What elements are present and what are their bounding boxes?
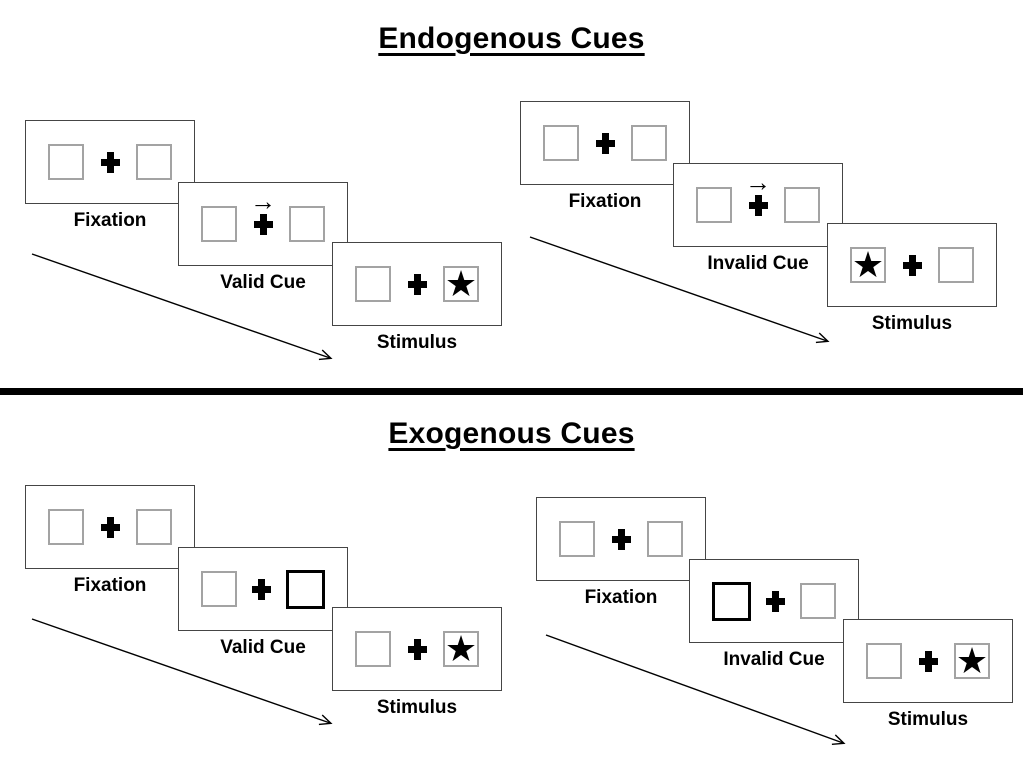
location-box-right: ★ <box>443 263 479 304</box>
cross-shape <box>902 254 922 276</box>
stage-cue: Invalid Cue <box>689 559 859 671</box>
location-box-left <box>559 521 595 557</box>
stage-label: Fixation <box>584 587 658 608</box>
location-box-left <box>696 187 732 223</box>
location-box-right <box>647 521 683 557</box>
fixation-cross-icon <box>100 151 120 173</box>
location-box-right <box>286 569 325 609</box>
location-box-left <box>201 571 237 607</box>
screen-card: ★ <box>843 619 1013 703</box>
cross-shape <box>918 650 938 672</box>
screen-card <box>25 485 195 569</box>
fixation-cross-icon <box>766 590 785 612</box>
cue-direction-arrow-icon: → <box>745 166 771 197</box>
stage-cue: → Valid Cue <box>178 182 348 294</box>
cross-shape <box>611 528 631 550</box>
screen-card <box>178 547 348 631</box>
fixation-cross-icon <box>918 650 938 672</box>
location-box-right: ★ <box>443 628 479 669</box>
timeline-arrow-icon <box>31 253 333 361</box>
location-box-left <box>48 144 84 180</box>
sequence-endogenous-valid: Fixation → Valid Cue ★ Stimulus <box>25 120 525 395</box>
location-box-left <box>543 125 579 161</box>
cross-shape <box>252 578 271 600</box>
location-box-left <box>355 631 391 667</box>
screen-card <box>25 120 195 204</box>
fixation-cross-icon <box>595 132 615 154</box>
sequence-exogenous-valid: Fixation Valid Cue ★ Stimulus <box>25 485 525 760</box>
cross-shape <box>100 516 120 538</box>
section-divider <box>0 388 1023 395</box>
timeline-arrow-icon <box>545 634 846 745</box>
stage-label: Fixation <box>73 575 147 596</box>
location-box-right <box>800 583 836 619</box>
fixation-cross-icon: → <box>745 169 771 216</box>
fixation-cross-icon <box>252 578 271 600</box>
fixation-cross-icon <box>407 638 427 660</box>
location-box-left: ★ <box>850 244 886 285</box>
stage-label: Stimulus <box>376 697 458 718</box>
stage-label: Invalid Cue <box>707 253 809 274</box>
cross-shape <box>595 132 615 154</box>
location-box-left <box>355 266 391 302</box>
location-box-right: ★ <box>954 640 990 681</box>
section-title-endogenous-text: Endogenous Cues <box>378 22 645 55</box>
fixation-cross-icon <box>611 528 631 550</box>
cross-shape <box>407 273 427 295</box>
screen-card <box>536 497 706 581</box>
cue-direction-arrow-icon: → <box>250 185 276 216</box>
stage-cue: → Invalid Cue <box>673 163 843 275</box>
timeline-arrow-icon <box>529 236 830 344</box>
location-box-right <box>289 206 325 242</box>
stage-label: Stimulus <box>376 332 458 353</box>
stage-label: Fixation <box>73 210 147 231</box>
stage-stimulus: ★ Stimulus <box>332 607 502 719</box>
stage-label: Valid Cue <box>220 637 306 658</box>
fixation-cross-icon <box>902 254 922 276</box>
location-box-right <box>784 187 820 223</box>
location-box-right <box>136 509 172 545</box>
section-title-endogenous: Endogenous Cues <box>0 22 1023 56</box>
stage-fixation: Fixation <box>520 101 690 213</box>
stage-cue: Valid Cue <box>178 547 348 659</box>
location-box-left <box>866 643 902 679</box>
screen-card: ★ <box>332 242 502 326</box>
screen-card: ★ <box>827 223 997 307</box>
fixation-cross-icon: → <box>250 188 276 235</box>
cross-shape <box>100 151 120 173</box>
location-box-left <box>48 509 84 545</box>
cross-shape <box>253 213 273 235</box>
location-box-left <box>201 206 237 242</box>
stage-label: Stimulus <box>871 313 953 334</box>
cross-shape <box>766 590 785 612</box>
screen-card <box>520 101 690 185</box>
location-box-right <box>631 125 667 161</box>
section-title-exogenous: Exogenous Cues <box>0 417 1023 451</box>
stage-fixation: Fixation <box>536 497 706 609</box>
timeline-arrow-icon <box>31 618 333 726</box>
cross-shape <box>748 194 768 216</box>
fixation-cross-icon <box>407 273 427 295</box>
sequence-endogenous-invalid: Fixation → Invalid Cue ★ Stimulus <box>520 101 1020 376</box>
screen-card <box>689 559 859 643</box>
stage-fixation: Fixation <box>25 120 195 232</box>
stage-label: Valid Cue <box>220 272 306 293</box>
stage-stimulus: ★ Stimulus <box>843 619 1013 731</box>
stage-fixation: Fixation <box>25 485 195 597</box>
stage-stimulus: ★ Stimulus <box>827 223 997 335</box>
stage-label: Fixation <box>568 191 642 212</box>
stage-stimulus: ★ Stimulus <box>332 242 502 354</box>
stage-label: Invalid Cue <box>723 649 825 670</box>
stage-label: Stimulus <box>887 709 969 730</box>
location-box-right <box>136 144 172 180</box>
screen-card: → <box>178 182 348 266</box>
screen-card: → <box>673 163 843 247</box>
sequence-exogenous-invalid: Fixation Invalid Cue ★ Stimulus <box>536 497 1023 767</box>
section-title-exogenous-text: Exogenous Cues <box>388 417 635 450</box>
location-box-left <box>712 581 751 621</box>
screen-card: ★ <box>332 607 502 691</box>
location-box-right <box>938 247 974 283</box>
fixation-cross-icon <box>100 516 120 538</box>
cross-shape <box>407 638 427 660</box>
